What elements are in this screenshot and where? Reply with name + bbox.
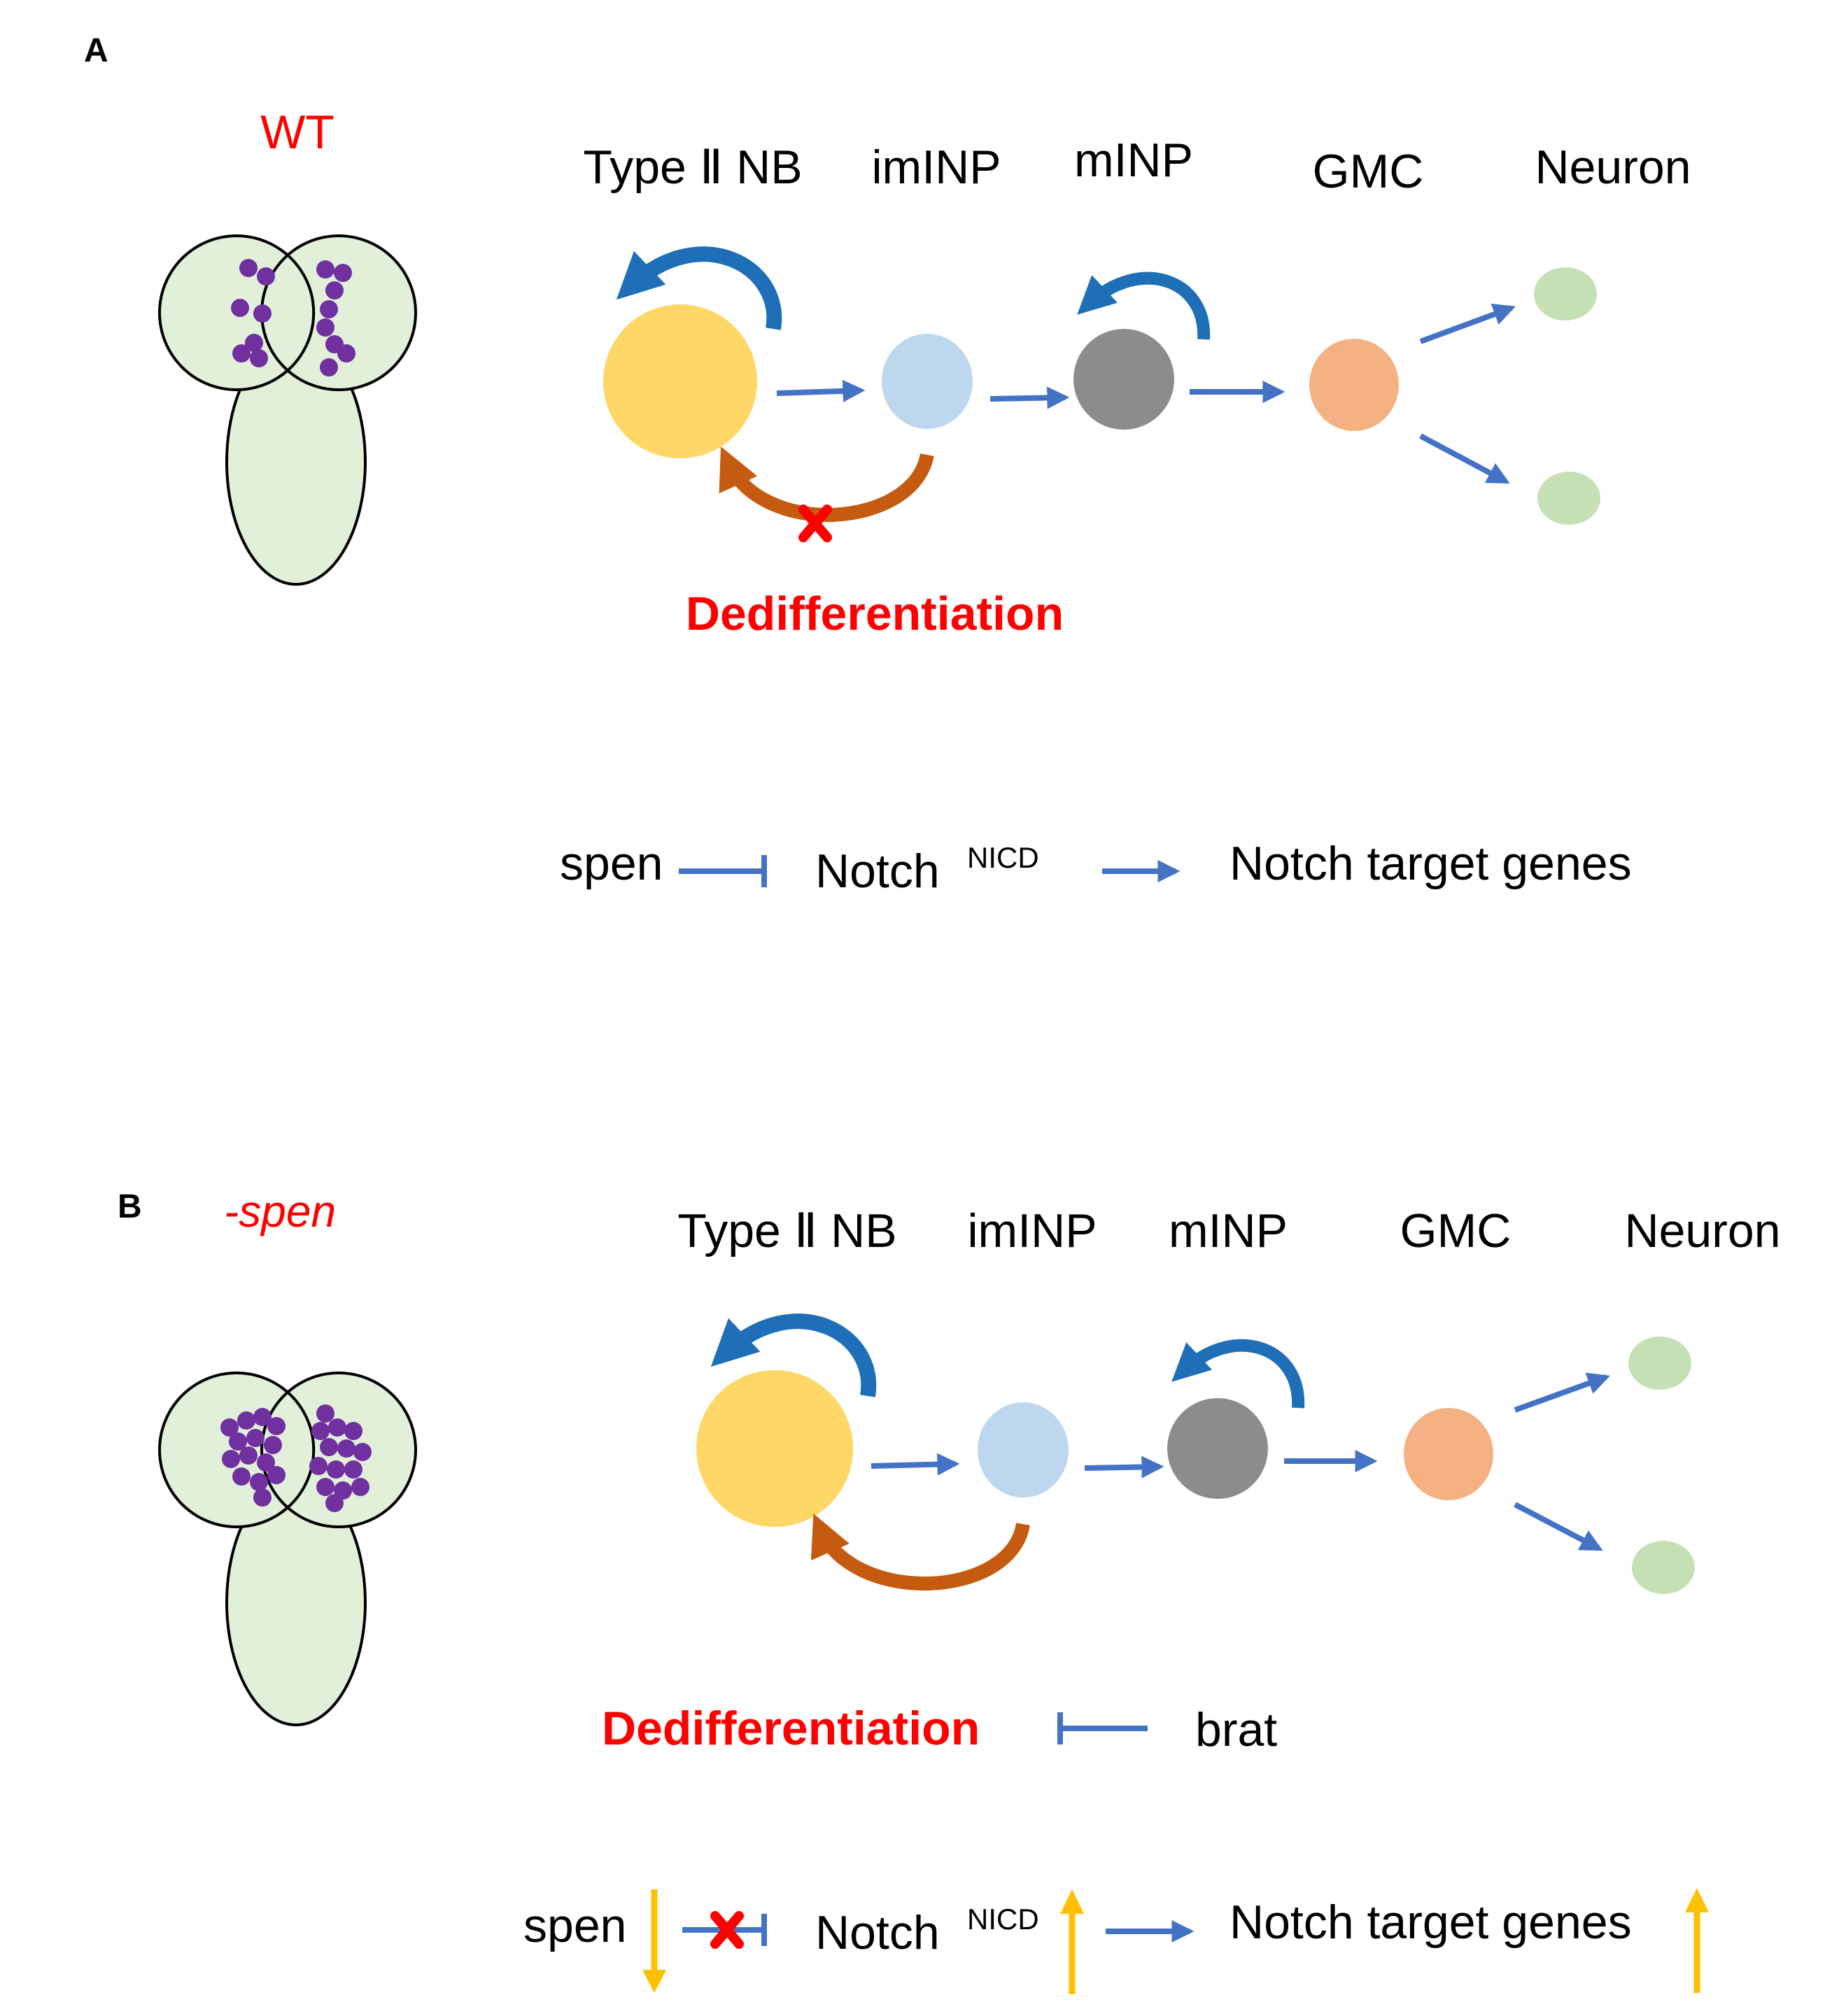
cell-type-ii-nb-a: [603, 304, 757, 458]
condition-wt-label: WT: [260, 106, 334, 159]
dedifferentiation-arrow-a: [719, 446, 934, 522]
pathway-notch-nicd-b: NICD: [967, 1903, 1039, 1936]
label-gmc-a: GMC: [1313, 145, 1424, 198]
targets-up-arrow-icon: [1685, 1888, 1709, 1993]
cell-gmc-a: [1309, 339, 1399, 431]
inhibition-brat-dedifferentiation: [1057, 1712, 1148, 1744]
brain-right-lobe: [260, 234, 417, 391]
label-minp-a: mINP: [1074, 134, 1193, 187]
arrow-nb-to-iminp-a: [776, 379, 866, 402]
panel-a-label: A: [84, 32, 108, 69]
pathway-spen-b: spen: [523, 1899, 626, 1952]
arrow-nb-to-iminp-b: [871, 1453, 960, 1476]
cell-gmc-b: [1404, 1408, 1493, 1500]
arrow-gmc-to-neuron-upper-b: [1514, 1372, 1611, 1413]
brat-label: brat: [1195, 1703, 1277, 1756]
cell-iminp-a: [882, 334, 973, 429]
spen-down-arrow-icon: [642, 1889, 666, 1993]
pathway-spen-a: spen: [560, 837, 663, 890]
block-mark-dedifferentiation-a: [798, 505, 832, 542]
cell-neuron-lower-b: [1632, 1541, 1695, 1594]
dedifferentiation-arrow-b: [810, 1514, 1030, 1591]
panel-b-label: B: [118, 1188, 142, 1225]
label-neuron-a: Neuron: [1535, 141, 1691, 194]
label-minp-b: mINP: [1169, 1204, 1288, 1257]
pathway-notch-nicd-a: NICD: [967, 841, 1039, 874]
block-mark-inhibition-b: [710, 1911, 744, 1949]
arrow-gmc-to-neuron-lower-a: [1419, 433, 1510, 484]
cell-neuron-upper-a: [1534, 267, 1597, 320]
panel-b: B -spen Type Ⅱ NB imINP mINP GMC Neuron: [118, 1186, 1781, 1994]
panel-a: A WT Type Ⅱ NB imINP mINP GMC Neuron: [84, 32, 1691, 898]
label-type-ii-nb-a: Type Ⅱ NB: [583, 141, 802, 194]
label-neuron-b: Neuron: [1624, 1204, 1780, 1257]
nb-self-renewal-arrow-a: [616, 246, 782, 330]
neuroblast-dots-wt: [231, 259, 355, 376]
arrow-gmc-to-neuron-lower-b: [1514, 1502, 1603, 1551]
brain-illustration-spen: [158, 1372, 417, 1726]
brain-lobe-overlap: [279, 248, 316, 378]
arrow-iminp-to-minp-a: [989, 386, 1070, 409]
label-iminp-b: imINP: [967, 1204, 1097, 1257]
cell-type-ii-nb-b: [696, 1370, 853, 1527]
nb-self-renewal-arrow-b: [710, 1313, 877, 1397]
neuroblast-dots-spen: [220, 1404, 372, 1512]
pathway-targets-b: Notch target genes: [1229, 1896, 1632, 1949]
label-type-ii-nb-b: Type Ⅱ NB: [677, 1204, 896, 1257]
cell-minp-a: [1073, 329, 1174, 430]
cell-neuron-upper-b: [1628, 1337, 1691, 1390]
cell-iminp-b: [978, 1402, 1069, 1497]
cell-minp-b: [1167, 1398, 1268, 1499]
arrow-iminp-to-minp-b: [1084, 1455, 1164, 1479]
cell-neuron-lower-a: [1537, 472, 1600, 525]
minp-self-renewal-arrow-a: [1077, 272, 1211, 340]
pathway-notch-b: Notch: [815, 1906, 940, 1959]
brain-illustration-wt: [158, 234, 417, 586]
dedifferentiation-label-b: Dedifferentiation: [602, 1702, 980, 1755]
label-gmc-b: GMC: [1400, 1204, 1512, 1257]
minp-self-renewal-arrow-b: [1171, 1339, 1305, 1409]
inhibition-spen-notch-a: [679, 855, 767, 887]
dedifferentiation-label-a: Dedifferentiation: [686, 587, 1064, 640]
condition-spen-label: -spen: [224, 1186, 336, 1236]
arrow-gmc-to-neuron-upper-a: [1419, 303, 1516, 344]
brain-lobe-overlap-b: [279, 1385, 316, 1515]
pathway-notch-a: Notch: [815, 845, 940, 898]
pathway-targets-a: Notch target genes: [1229, 837, 1632, 890]
notch-up-arrow-icon: [1060, 1889, 1084, 1994]
label-iminp-a: imINP: [871, 141, 1001, 194]
